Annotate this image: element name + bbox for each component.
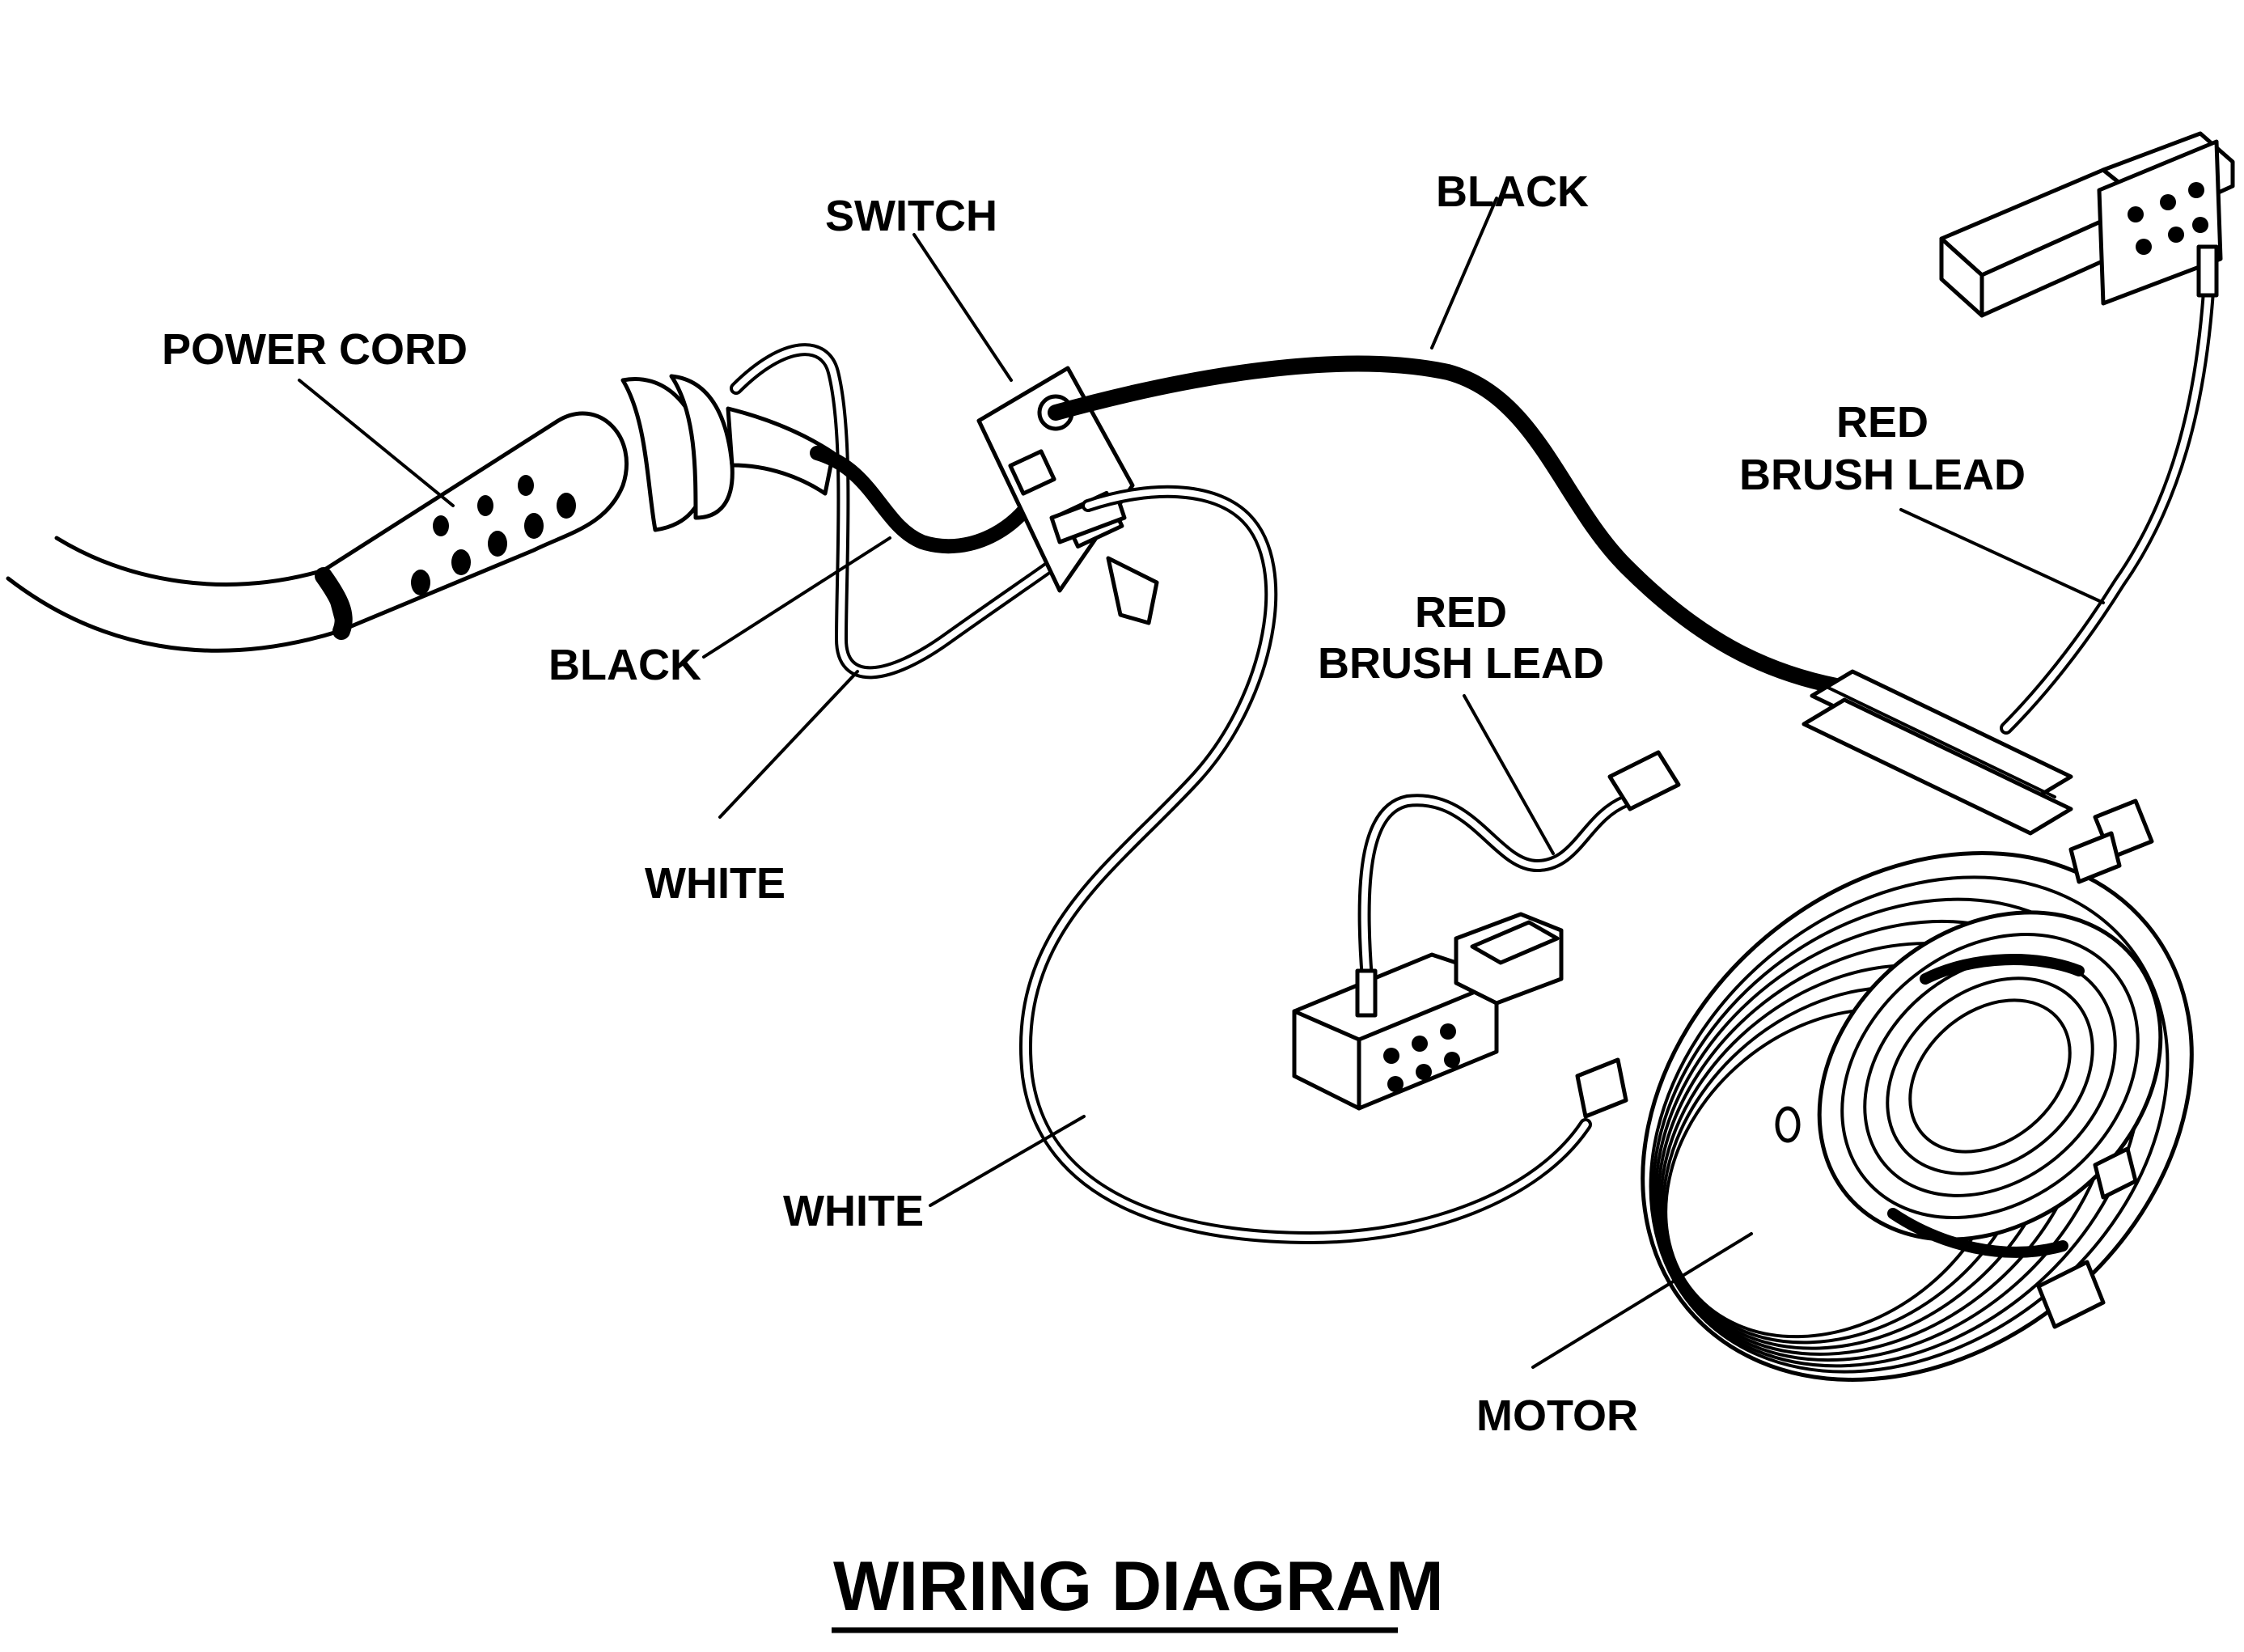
motor <box>1575 669 2194 1382</box>
red-brush-lead-center <box>1357 794 1632 985</box>
label-red-brush-lead-center-line1: RED <box>1415 588 1507 637</box>
white-wire-switch-to-motor <box>1019 485 1592 1244</box>
label-black-left: BLACK <box>548 641 701 689</box>
brush-connector-center <box>1292 912 1564 1111</box>
label-switch: SWITCH <box>825 192 997 240</box>
label-white-left: WHITE <box>645 859 785 908</box>
black-wire-switch-to-motor <box>1048 355 1844 694</box>
label-red-brush-lead-center-line2: BRUSH LEAD <box>1318 639 1604 688</box>
red-brush-lead-right <box>2000 285 2215 735</box>
label-motor: MOTOR <box>1476 1391 1638 1440</box>
white-wire-cord-to-switch <box>730 343 1090 680</box>
label-red-brush-lead-right-line1: RED <box>1836 398 1929 447</box>
brush-connector-right <box>1939 131 2235 318</box>
black-wire-cord-to-switch <box>810 446 1051 554</box>
power-cord <box>6 374 836 653</box>
label-white-bottom: WHITE <box>783 1187 924 1235</box>
diagram-title: WIRING DIAGRAM <box>833 1548 1444 1625</box>
leader-lines <box>298 197 2105 1369</box>
label-red-brush-lead-right-line2: BRUSH LEAD <box>1739 451 2026 499</box>
label-black-top: BLACK <box>1436 167 1589 216</box>
label-power-cord: POWER CORD <box>162 325 468 374</box>
